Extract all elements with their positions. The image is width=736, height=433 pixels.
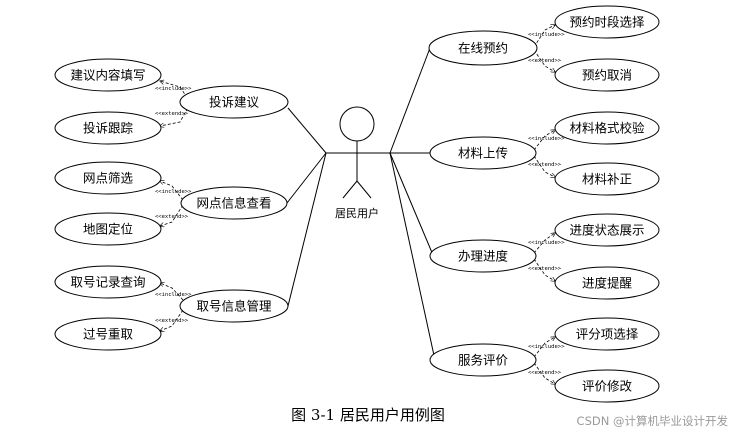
- left-group-outlet-info: <<include>> <<extend>> 网点信息查看 网点筛选 地图定位: [54, 152, 327, 246]
- usecase-suggestion-fill: [54, 58, 162, 92]
- actor-resident-user: 居民用户: [326, 106, 390, 220]
- usecase-material-supplement-label: 材料补正: [582, 172, 632, 187]
- usecase-ticket-management: [179, 289, 289, 323]
- include-stereotype: <<include>>: [528, 240, 565, 246]
- actor-right-leg: [356, 180, 372, 199]
- usecase-rating-edit-label: 评价修改: [582, 379, 633, 394]
- usecase-format-check-label: 材料格式校验: [569, 121, 645, 136]
- extend-arrow: [533, 49, 555, 72]
- usecase-complaint-tracking: [54, 111, 162, 145]
- usecase-map-location-label: 地图定位: [83, 222, 133, 237]
- usecase-outlet-filter-label: 网点筛选: [83, 171, 134, 186]
- association-line: [287, 107, 327, 154]
- usecase-ticket-record-query: [54, 265, 162, 299]
- usecase-outlet-filter: [54, 161, 162, 195]
- usecase-status-display: [554, 213, 660, 247]
- usecase-service-rating: [429, 343, 537, 377]
- extend-stereotype: <<extend>>: [528, 162, 562, 168]
- association-line: [389, 152, 436, 361]
- actor-left-leg: [342, 180, 358, 199]
- usecase-material-upload-label: 材料上传: [458, 146, 508, 161]
- extend-stereotype: <<extend>>: [528, 266, 562, 272]
- usecase-service-rating-label: 服务评价: [458, 353, 509, 368]
- usecase-progress-reminder: [554, 266, 660, 300]
- include-arrow: [533, 233, 555, 254]
- include-stereotype: <<include>>: [155, 86, 192, 92]
- association-line: [389, 47, 431, 154]
- usecase-ticket-record-query-label: 取号记录查询: [70, 275, 145, 290]
- usecase-suggestion-fill-label: 建议内容填写: [70, 68, 145, 83]
- association-line: [286, 152, 327, 204]
- extend-arrow: [533, 155, 555, 177]
- usecase-rating-edit: [554, 369, 660, 403]
- include-stereotype: <<include>>: [155, 292, 192, 298]
- usecase-outlet-info: [180, 186, 288, 220]
- extend-stereotype: <<extend>>: [155, 318, 189, 324]
- include-stereotype: <<include>>: [528, 32, 565, 38]
- actor-label: 居民用户: [335, 206, 379, 220]
- right-group-service-rating: <<include>> <<extend>> 服务评价 评分项选择 评价修改: [389, 152, 660, 403]
- usecase-material-supplement: [554, 162, 660, 196]
- right-group-progress: <<include>> <<extend>> 办理进度 进度状态展示 进度提醒: [389, 152, 660, 300]
- association-line: [287, 152, 327, 307]
- usecase-slot-selection-label: 预约时段选择: [569, 15, 645, 30]
- usecase-complaint: [179, 85, 289, 119]
- usecase-progress-label: 办理进度: [458, 249, 509, 264]
- include-stereotype: <<include>>: [528, 344, 565, 350]
- usecase-booking-cancel-label: 预约取消: [582, 68, 632, 83]
- include-arrow: [160, 283, 184, 301]
- usecase-progress: [429, 239, 537, 273]
- usecase-complaint-tracking-label: 投诉跟踪: [83, 121, 134, 136]
- left-group-complaint: <<include>> <<extend>> 投诉建议 建议内容填写 投诉跟踪: [54, 58, 327, 154]
- right-group-material-upload: <<include>> <<extend>> 材料上传 材料格式校验 材料补正: [390, 111, 660, 196]
- extend-arrow: [160, 309, 184, 331]
- usecase-missed-number-retake: [54, 317, 162, 351]
- csdn-watermark: CSDN @计算机毕业设计开发: [576, 414, 728, 428]
- extend-arrow: [533, 258, 555, 281]
- usecase-online-booking-label: 在线预约: [458, 41, 508, 56]
- usecase-booking-cancel: [554, 58, 660, 92]
- usecase-missed-number-retake-label: 过号重取: [83, 327, 134, 342]
- extend-stereotype: <<extend>>: [155, 214, 189, 220]
- usecase-format-check: [554, 111, 660, 145]
- usecase-progress-reminder-label: 进度提醒: [582, 276, 633, 291]
- usecase-material-upload: [429, 136, 537, 170]
- left-group-ticket-management: <<include>> <<extend>> 取号信息管理 取号记录查询 过号重…: [54, 152, 327, 351]
- include-stereotype: <<include>>: [155, 189, 192, 195]
- usecase-outlet-info-label: 网点信息查看: [196, 196, 271, 211]
- usecase-online-booking: [428, 30, 538, 66]
- extend-arrow: [533, 362, 555, 384]
- figure-caption: 图 3-1 居民用户用例图: [291, 406, 445, 424]
- usecase-score-selection: [554, 317, 660, 351]
- extend-stereotype: <<extend>>: [528, 58, 562, 64]
- actor-head: [339, 106, 375, 142]
- include-arrow: [533, 130, 555, 151]
- include-arrow: [533, 337, 555, 358]
- usecase-slot-selection: [554, 5, 660, 39]
- extend-stereotype: <<extend>>: [528, 370, 562, 376]
- include-arrow: [160, 181, 184, 201]
- usecase-map-location: [54, 212, 162, 246]
- extend-stereotype: <<extend>>: [155, 111, 189, 117]
- include-arrow: [533, 25, 555, 48]
- usecase-score-selection-label: 评分项选择: [576, 327, 639, 342]
- right-group-online-booking: <<include>> <<extend>> 在线预约 预约时段选择 预约取消: [389, 5, 660, 154]
- usecase-ticket-management-label: 取号信息管理: [196, 299, 272, 314]
- extend-arrow: [160, 204, 184, 226]
- usecase-complaint-label: 投诉建议: [209, 95, 260, 110]
- association-line: [389, 152, 434, 256]
- usecase-status-display-label: 进度状态展示: [569, 223, 644, 238]
- include-stereotype: <<include>>: [528, 136, 565, 142]
